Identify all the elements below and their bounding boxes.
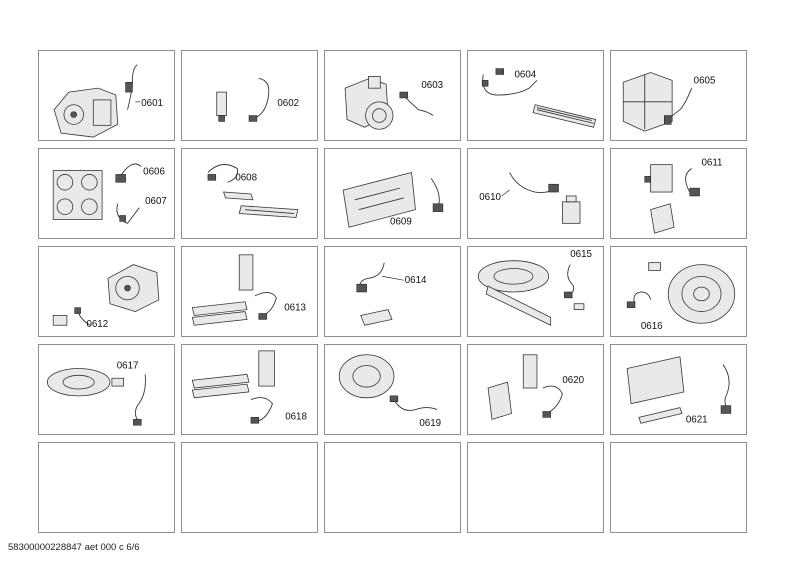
- heater-pcb-illustration: [191, 254, 277, 326]
- part-number-label: 0613: [284, 303, 306, 314]
- part-cell: 0605: [610, 50, 747, 141]
- motor2-illustration: [52, 264, 160, 326]
- cell-drawing: 0602: [216, 77, 299, 122]
- part-number-label: 0606: [143, 166, 165, 177]
- part-cell: 0612: [38, 246, 175, 337]
- boards-wire-illustration: [487, 354, 563, 420]
- parts-grid: 0601 0602 0603 0604 0605 0606 0607 0608 0609 0610…: [38, 50, 750, 537]
- doorlock-illustration: [644, 164, 700, 234]
- part-number-label: 0609: [390, 216, 412, 227]
- part-number-label: 0612: [86, 319, 108, 330]
- empty-cell: [467, 442, 604, 533]
- part-cell: 0611: [610, 148, 747, 239]
- cell-drawing: 0617: [46, 360, 146, 426]
- part-cell: 0615: [467, 246, 604, 337]
- heater-pcb2-illustration: [191, 350, 275, 424]
- cell-drawing: 0601: [53, 64, 163, 138]
- empty-cell: [324, 442, 461, 533]
- cell-drawing: [182, 443, 317, 532]
- part-number-label: 0610: [479, 192, 501, 203]
- pump-illustration: [344, 76, 434, 130]
- empty-cell: [38, 442, 175, 533]
- part-number-label: 0620: [562, 375, 584, 386]
- empty-cell: [181, 442, 318, 533]
- part-number-label: 0617: [117, 360, 139, 371]
- ring-part-illustration: [46, 368, 146, 426]
- part-cell: 0620: [467, 344, 604, 435]
- part-number-label: 0607: [145, 196, 167, 207]
- module-illustration: [622, 72, 693, 132]
- pcb-harness-illustration: [342, 171, 444, 228]
- part-cell: 0610: [467, 148, 604, 239]
- cell-drawing: 0621: [626, 356, 732, 425]
- part-number-label: 0611: [701, 158, 722, 169]
- part-number-label: 0608: [235, 172, 257, 183]
- part-cell: 0602: [181, 50, 318, 141]
- cell-drawing: [39, 443, 174, 532]
- part-cell: 0606 0607: [38, 148, 175, 239]
- cell-drawing: 0619: [338, 354, 441, 429]
- cell-drawing: 0605: [622, 72, 716, 132]
- tub-drum-illustration: [626, 262, 736, 324]
- part-cell: 0619: [324, 344, 461, 435]
- part-cell: 0613: [181, 246, 318, 337]
- cell-drawing: [468, 443, 603, 532]
- cable-lock-illustration: [501, 172, 581, 224]
- cell-drawing: 0603: [344, 76, 443, 130]
- cell-drawing: 0606 0607: [52, 163, 167, 224]
- part-number-label: 0614: [405, 275, 427, 286]
- part-number-label: 0602: [277, 98, 299, 109]
- sensor-wire-illustration: [216, 77, 270, 122]
- empty-cell: [610, 442, 747, 533]
- part-number-label: 0618: [285, 411, 307, 422]
- pcb-strip-illustration: [626, 356, 732, 424]
- part-number-label: 0604: [514, 69, 536, 80]
- small-harness-illustration: [356, 262, 404, 326]
- cell-drawing: 0615: [477, 249, 593, 326]
- cell-drawing: 0612: [52, 264, 160, 330]
- part-cell: 0601: [38, 50, 175, 141]
- cell-drawing: 0613: [191, 254, 306, 326]
- cell-drawing: [611, 443, 746, 532]
- part-cell: 0618: [181, 344, 318, 435]
- part-number-label: 0615: [570, 249, 592, 260]
- cell-drawing: 0608: [207, 164, 299, 218]
- cell-drawing: 0610: [479, 172, 581, 224]
- heater-harness-illustration: [207, 164, 299, 218]
- filter-block-illustration: [52, 163, 142, 224]
- part-cell: 0616: [610, 246, 747, 337]
- cell-drawing: 0620: [487, 354, 585, 420]
- cell-drawing: [325, 443, 460, 532]
- part-cell: 0617: [38, 344, 175, 435]
- cell-drawing: 0614: [356, 262, 427, 326]
- part-cell: 0603: [324, 50, 461, 141]
- part-cell: 0608: [181, 148, 318, 239]
- part-cell: 0609: [324, 148, 461, 239]
- part-cell: 0614: [324, 246, 461, 337]
- cell-drawing: 0616: [626, 262, 736, 332]
- part-number-label: 0616: [641, 321, 663, 332]
- part-number-label: 0621: [686, 414, 708, 425]
- part-number-label: 0601: [141, 98, 163, 109]
- motor-illustration: [53, 64, 141, 138]
- cell-drawing: 0604: [481, 68, 597, 128]
- tub-front-illustration: [477, 260, 585, 326]
- heater-wire-illustration: [481, 68, 597, 128]
- part-cell: 0604: [467, 50, 604, 141]
- fan-wire-illustration: [338, 354, 438, 411]
- part-number-label: 0603: [421, 80, 443, 91]
- part-cell: 0621: [610, 344, 747, 435]
- cell-drawing: 0618: [191, 350, 307, 424]
- part-number-label: 0619: [419, 418, 441, 429]
- cell-drawing: 0609: [342, 171, 444, 228]
- part-number-label: 0605: [694, 75, 716, 86]
- cell-drawing: 0611: [644, 158, 722, 234]
- document-id-footer: 58300000228847 aet 000 c 6/6: [8, 542, 140, 553]
